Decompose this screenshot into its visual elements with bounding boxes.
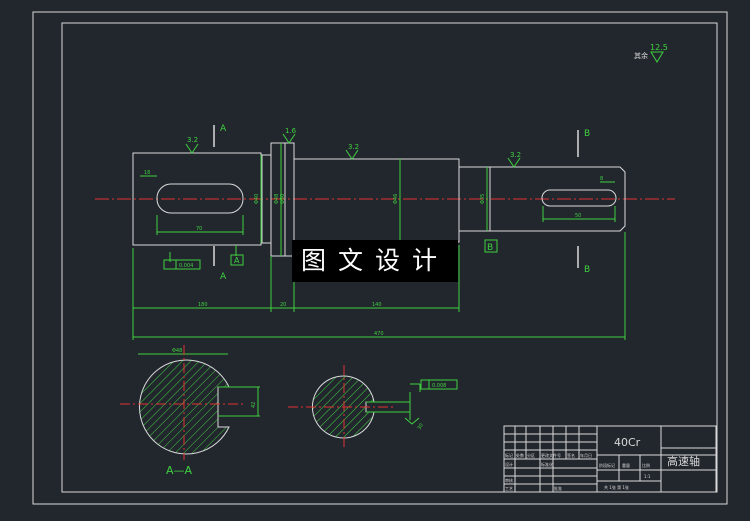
tb-row-label-mark: 标记 bbox=[505, 452, 513, 458]
tb-scale-label: 比例 bbox=[642, 462, 650, 468]
section-a-view: Φ48 42 A—A bbox=[120, 345, 260, 477]
tb-check-label: 审核 bbox=[505, 477, 513, 483]
roughness-marks bbox=[185, 133, 521, 168]
roughness-note-label: 其余 bbox=[634, 51, 648, 60]
roughness-note-symbol bbox=[650, 51, 664, 63]
roughness-mark-2: 1.6 bbox=[285, 127, 297, 135]
tb-scale-value: 1:1 bbox=[644, 474, 651, 479]
keyway-left bbox=[156, 183, 244, 214]
title-block-grid bbox=[503, 425, 717, 493]
section-b-view: 0.008 30 bbox=[288, 365, 458, 448]
dim-key-len-right: 50 bbox=[575, 213, 581, 219]
section-mark-b-top: B bbox=[584, 129, 590, 139]
section-cut-marks bbox=[213, 125, 579, 268]
dim-flatness: 0.008 bbox=[432, 383, 446, 389]
tb-sheet-info: 共 1张 第 1张 bbox=[604, 484, 629, 490]
dim-runout: 0.004 bbox=[179, 263, 193, 269]
dim-len-2: 20 bbox=[280, 302, 286, 308]
inner-border bbox=[61, 22, 718, 493]
dim-len-3: 140 bbox=[372, 302, 382, 308]
title-block-labels: 标记 处数 分区 更改文件号 签名 年月日 设计 标准化 审核 工艺 批准 阶段… bbox=[505, 452, 651, 491]
dim-key-len-left: 70 bbox=[196, 226, 202, 232]
tb-weight-label: 重量 bbox=[622, 462, 630, 468]
tb-approve-label: 批准 bbox=[554, 485, 562, 491]
tb-row-label-sign: 签名 bbox=[567, 452, 575, 458]
roughness-mark-4: 3.2 bbox=[510, 151, 521, 159]
tb-material: 40Cr bbox=[614, 436, 641, 449]
watermark: 图文设计 bbox=[292, 240, 458, 282]
section-mark-b-bottom: B bbox=[584, 265, 590, 275]
roughness-mark-1: 3.2 bbox=[187, 136, 198, 144]
dim-dia-2: Φ48 bbox=[274, 194, 280, 204]
dim-len-1: 180 bbox=[198, 302, 208, 308]
tb-row-label-zone: 分区 bbox=[527, 452, 535, 458]
dimension-lines bbox=[132, 143, 626, 340]
dim-dia-3: Φ50 bbox=[280, 194, 286, 204]
keyway-right bbox=[541, 189, 617, 207]
tb-std-label: 标准化 bbox=[541, 461, 553, 467]
outer-border bbox=[32, 11, 728, 505]
section-a-caption: A—A bbox=[166, 464, 193, 477]
dim-key-width-left: 18 bbox=[144, 170, 150, 176]
tb-part-name: 高速轴 bbox=[667, 454, 700, 468]
dim-dia-4: Φ46 bbox=[393, 194, 399, 204]
roughness-note-value: 12.5 bbox=[650, 43, 668, 52]
dim-total: 470 bbox=[374, 331, 384, 337]
roughness-mark-3: 3.2 bbox=[348, 143, 359, 151]
section-mark-a-bottom: A bbox=[220, 272, 227, 282]
tb-row-label-count: 处数 bbox=[516, 452, 524, 458]
tb-stage-label: 阶段标记 bbox=[599, 462, 615, 468]
tb-row-label-file: 更改文件号 bbox=[541, 452, 561, 458]
tb-process-label: 工艺 bbox=[505, 486, 513, 491]
datum-a-label: A bbox=[234, 256, 240, 265]
dim-dia-5: Φ35 bbox=[480, 194, 486, 204]
tb-row-label-date: 年月日 bbox=[580, 452, 592, 458]
dimension-texts: 18 70 8 50 Φ40 Φ48 Φ50 Φ46 Φ35 180 20 14… bbox=[144, 170, 603, 337]
dim-key-width-right: 8 bbox=[600, 176, 603, 182]
dim-section-dia: Φ48 bbox=[172, 348, 182, 354]
datum-b-label: B bbox=[487, 243, 493, 253]
section-mark-a-top: A bbox=[220, 124, 227, 134]
tb-design-label: 设计 bbox=[505, 461, 513, 467]
dim-section-depth: 42 bbox=[251, 402, 257, 408]
dim-dia-1: Φ40 bbox=[254, 194, 260, 204]
dim-section-b-depth: 30 bbox=[417, 422, 425, 431]
